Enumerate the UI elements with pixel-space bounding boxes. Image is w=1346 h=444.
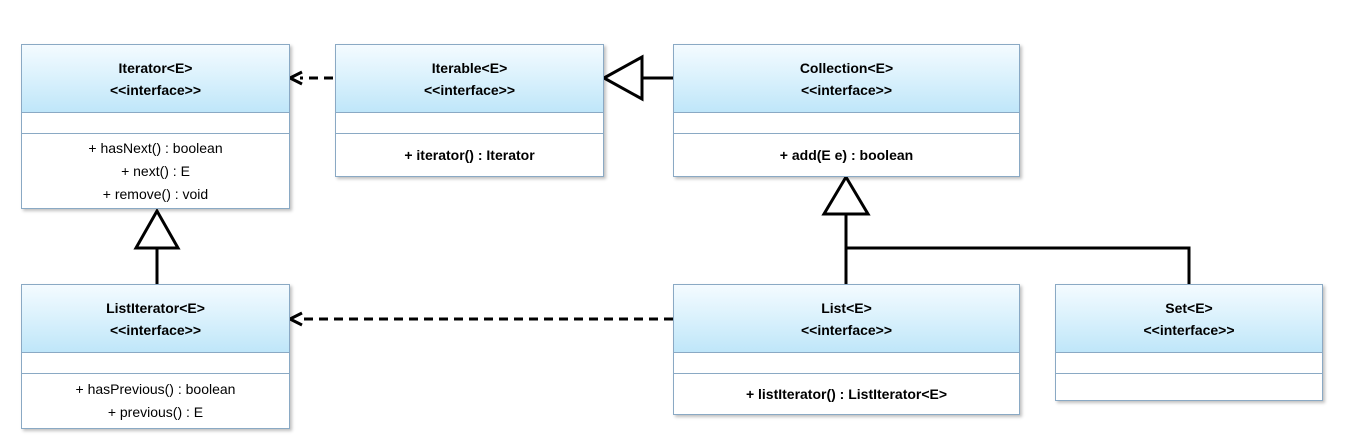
operations-compartment: + hasNext() : boolean + next() : E + rem… xyxy=(22,134,289,208)
generalization-arrowhead xyxy=(600,54,644,102)
operation: + listIterator() : ListIterator<E> xyxy=(745,385,948,402)
class-header: Collection<E> <<interface>> xyxy=(674,45,1019,113)
operations-compartment: + listIterator() : ListIterator<E> xyxy=(674,374,1019,414)
class-stereotype: <<interface>> xyxy=(800,81,893,98)
class-iterable[interactable]: Iterable<E> <<interface>> + iterator() :… xyxy=(335,44,604,177)
attributes-compartment xyxy=(22,353,289,374)
class-header: List<E> <<interface>> xyxy=(674,285,1019,353)
class-name: Iterable<E> xyxy=(431,59,508,76)
attributes-compartment xyxy=(1056,353,1322,374)
class-stereotype: <<interface>> xyxy=(1143,321,1235,338)
attributes-compartment xyxy=(336,113,603,134)
class-header: Iterator<E> <<interface>> xyxy=(22,45,289,113)
operation: + previous() : E xyxy=(107,404,204,420)
generalization-arrowhead xyxy=(821,174,871,216)
class-header: ListIterator<E> <<interface>> xyxy=(22,285,289,353)
generalization-arrowhead xyxy=(133,207,181,250)
operations-compartment: + add(E e) : boolean xyxy=(674,134,1019,176)
operation: + hasPrevious() : boolean xyxy=(75,381,236,397)
class-list-iterator[interactable]: ListIterator<E> <<interface>> + hasPrevi… xyxy=(21,284,290,429)
attributes-compartment xyxy=(674,353,1019,374)
operation: + hasNext() : boolean xyxy=(88,139,223,156)
class-stereotype: <<interface>> xyxy=(800,321,893,338)
operation: + remove() : void xyxy=(102,185,209,202)
class-name: Iterator<E> xyxy=(118,59,193,76)
operations-compartment: + iterator() : Iterator xyxy=(336,134,603,176)
class-name: List<E> xyxy=(821,299,872,316)
class-list[interactable]: List<E> <<interface>> + listIterator() :… xyxy=(673,284,1020,415)
operations-compartment: + hasPrevious() : boolean + previous() :… xyxy=(22,374,289,428)
dependency-arrowhead xyxy=(286,311,303,327)
class-header: Iterable<E> <<interface>> xyxy=(336,45,603,113)
class-name: Set<E> xyxy=(1165,299,1213,316)
class-stereotype: <<interface>> xyxy=(109,81,202,98)
attributes-compartment xyxy=(22,113,289,134)
class-stereotype: <<interface>> xyxy=(109,321,202,338)
class-name: ListIterator<E> xyxy=(106,299,205,316)
class-set[interactable]: Set<E> <<interface>> xyxy=(1055,284,1323,401)
attributes-compartment xyxy=(674,113,1019,134)
class-stereotype: <<interface>> xyxy=(423,81,516,98)
class-name: Collection<E> xyxy=(799,59,894,76)
operations-compartment xyxy=(1056,374,1322,400)
operation: + iterator() : Iterator xyxy=(404,146,535,163)
class-collection[interactable]: Collection<E> <<interface>> + add(E e) :… xyxy=(673,44,1020,177)
generalization-set-collection xyxy=(846,246,1191,285)
dependency-arrowhead xyxy=(286,70,303,86)
operation: + next() : E xyxy=(121,162,190,179)
class-iterator[interactable]: Iterator<E> <<interface>> + hasNext() : … xyxy=(21,44,290,209)
class-header: Set<E> <<interface>> xyxy=(1056,285,1322,353)
operation: + add(E e) : boolean xyxy=(779,146,914,163)
